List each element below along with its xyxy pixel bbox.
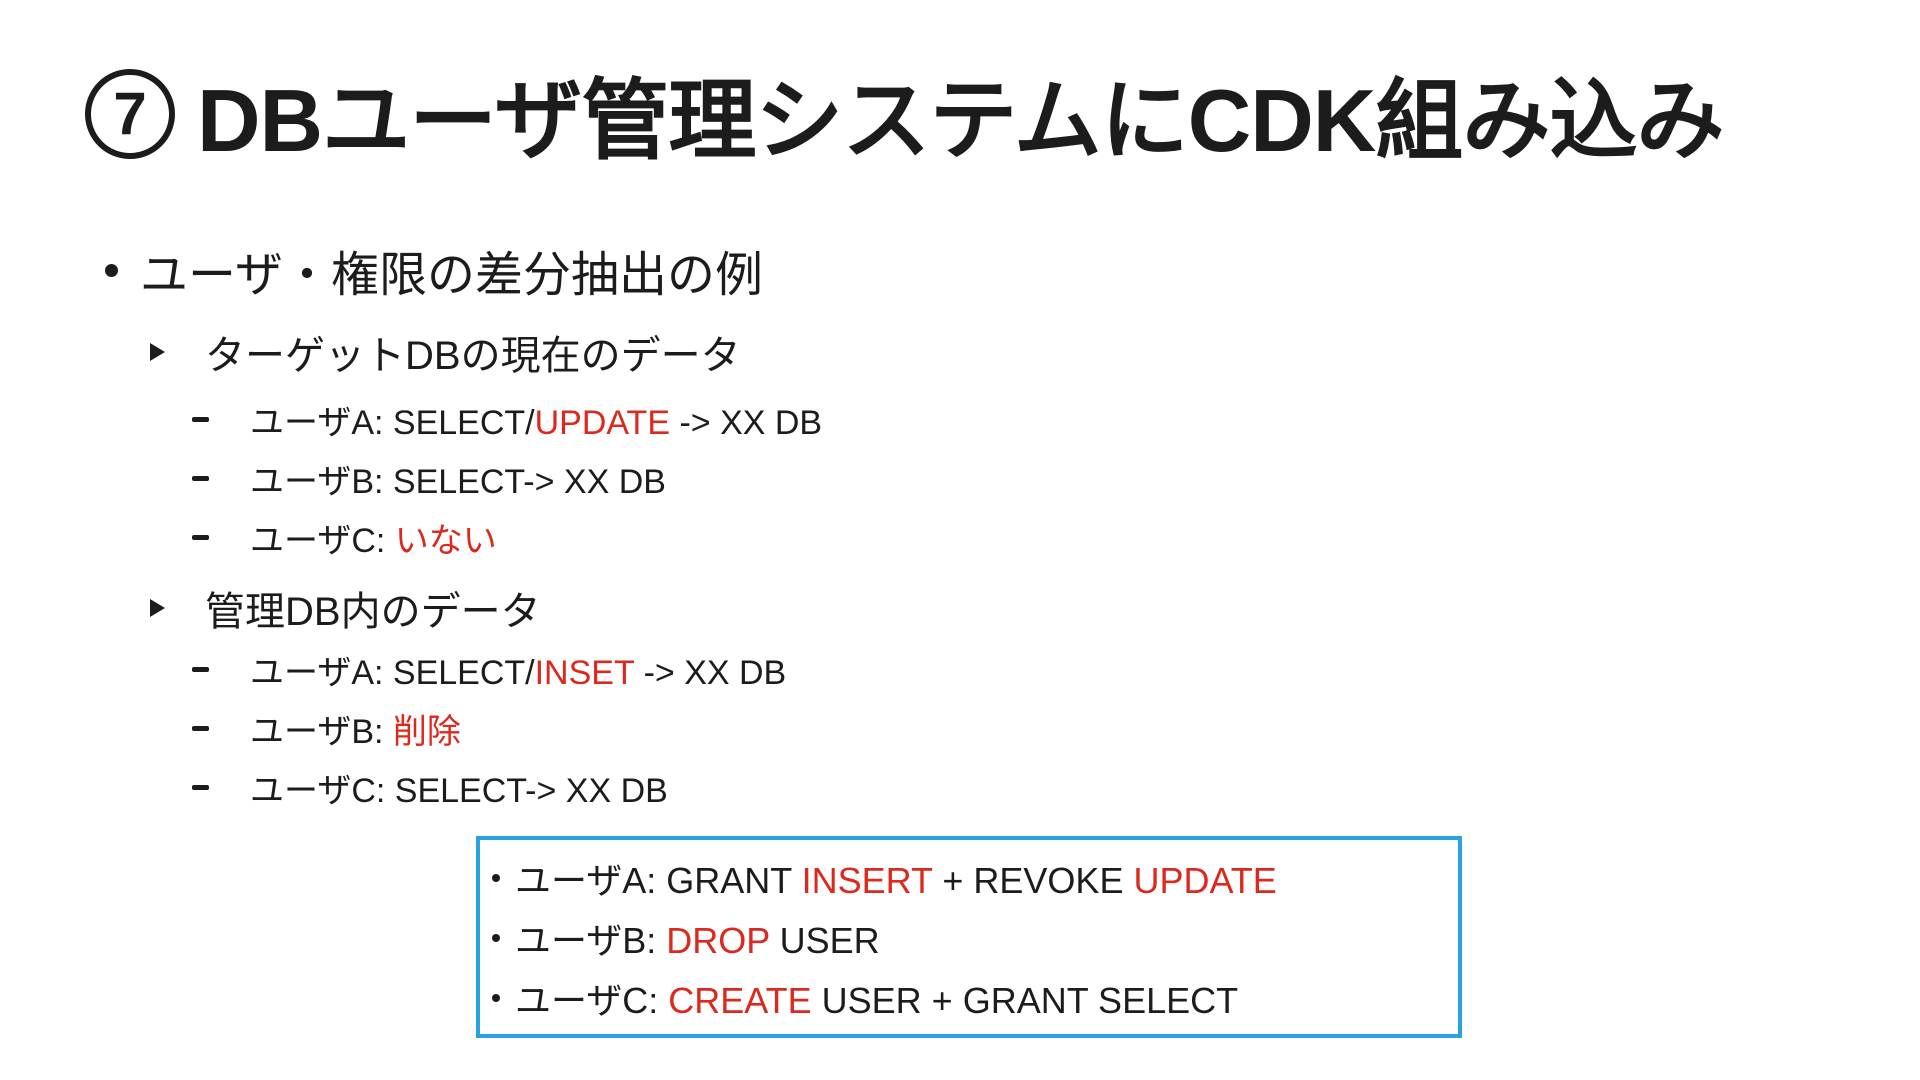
title-text: DBユーザ管理システムにCDK組み込み	[197, 71, 1724, 170]
group2-header: 管理DB内のデータ	[150, 584, 541, 634]
plain-text: ユーザB: SELECT-> XX DB	[250, 463, 666, 501]
highlighted-text: UPDATE	[1133, 860, 1277, 901]
outline-item: ユーザA: SELECT/INSET -> XX DB	[192, 640, 786, 699]
list-item-text: ユーザB: DROP USER	[515, 912, 880, 964]
result-box-item: ユーザC: CREATE USER + GRANT SELECT	[492, 968, 1458, 1028]
plain-text: USER	[769, 920, 880, 961]
level1-text: ユーザ・権限の差分抽出の例	[140, 249, 764, 302]
list-item-text: ユーザA: SELECT/UPDATE -> XX DB	[250, 395, 822, 444]
outline-item: ユーザA: SELECT/UPDATE -> XX DB	[192, 390, 822, 449]
highlighted-text: INSET	[534, 654, 635, 692]
plain-text: ユーザA: SELECT/	[250, 654, 535, 692]
dash-bullet-icon	[192, 785, 209, 790]
bullet-dot-icon	[492, 934, 500, 942]
list-item-text: ユーザC: SELECT-> XX DB	[250, 763, 668, 812]
list-item-text: ユーザB: SELECT-> XX DB	[250, 454, 666, 503]
bullet-dot-icon	[492, 874, 500, 882]
plain-text: -> XX DB	[634, 654, 787, 692]
group2-header-text: 管理DB内のデータ	[205, 590, 541, 634]
highlighted-text: CREATE	[668, 980, 812, 1021]
plain-text: ユーザC: SELECT-> XX DB	[250, 772, 668, 810]
result-box-item: ユーザB: DROP USER	[492, 908, 1458, 968]
plain-text: -> XX DB	[670, 404, 823, 442]
dash-bullet-icon	[192, 417, 209, 422]
result-box-item: ユーザA: GRANT INSERT + REVOKE UPDATE	[492, 848, 1458, 908]
plain-text: ユーザC:	[515, 980, 669, 1021]
plain-text: ユーザC:	[250, 522, 395, 560]
list-item-text: ユーザB: 削除	[250, 704, 461, 753]
highlighted-text: いない	[394, 522, 497, 560]
title-number: 7	[113, 80, 147, 147]
outline-item: ユーザB: 削除	[192, 699, 786, 758]
dash-bullet-icon	[192, 726, 209, 731]
list-item-text: ユーザA: GRANT INSERT + REVOKE UPDATE	[515, 852, 1277, 904]
plain-text: ユーザB:	[515, 920, 667, 961]
outline-item: ユーザC: SELECT-> XX DB	[192, 758, 786, 817]
dash-bullet-icon	[192, 476, 209, 481]
plain-text: ユーザB:	[250, 713, 393, 751]
list-item-text: ユーザC: CREATE USER + GRANT SELECT	[515, 972, 1238, 1024]
triangle-bullet-icon	[150, 599, 165, 617]
bullet-dot-icon	[105, 263, 118, 277]
bullet-dot-icon	[492, 994, 500, 1002]
plain-text: USER + GRANT SELECT	[811, 980, 1239, 1021]
highlighted-text: 削除	[392, 713, 461, 751]
diff-result-box: ユーザA: GRANT INSERT + REVOKE UPDATE ユーザB: …	[476, 836, 1462, 1038]
slide-title: 7 DBユーザ管理システムにCDK組み込み	[85, 50, 1724, 177]
plain-text: + REVOKE	[932, 860, 1134, 901]
list-item-text: ユーザC: いない	[250, 513, 497, 562]
highlighted-text: UPDATE	[534, 404, 670, 442]
triangle-bullet-icon	[150, 343, 165, 361]
outline-item: ユーザB: SELECT-> XX DB	[192, 449, 822, 508]
dash-bullet-icon	[192, 535, 209, 540]
circled-number-icon: 7	[85, 68, 175, 159]
group1-header: ターゲットDBの現在のデータ	[150, 328, 741, 378]
level1-bullet-row: ユーザ・権限の差分抽出の例	[105, 241, 763, 302]
outline-item: ユーザC: いない	[192, 508, 822, 567]
plain-text: ユーザA: GRANT	[515, 860, 802, 901]
highlighted-text: INSERT	[801, 860, 933, 901]
group1-header-text: ターゲットDBの現在のデータ	[205, 334, 741, 378]
list-item-text: ユーザA: SELECT/INSET -> XX DB	[250, 645, 786, 694]
plain-text: ユーザA: SELECT/	[250, 404, 535, 442]
dash-bullet-icon	[192, 667, 209, 672]
group2-items: ユーザA: SELECT/INSET -> XX DB ユーザB: 削除ユーザC:…	[192, 640, 786, 817]
highlighted-text: DROP	[666, 920, 770, 961]
